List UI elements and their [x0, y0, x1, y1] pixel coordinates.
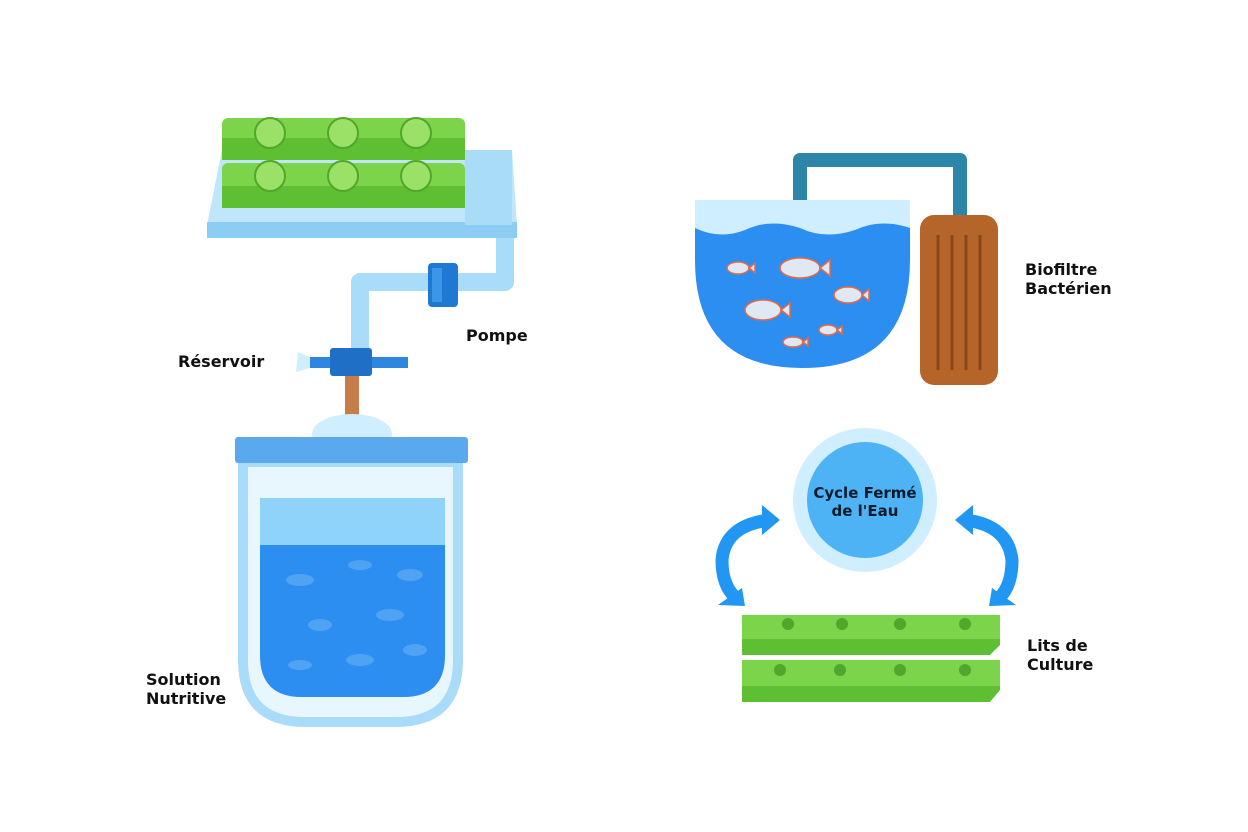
return-pipe	[793, 153, 967, 220]
label-line: Culture	[1027, 655, 1094, 674]
label-nutrient-solution: Solution Nutritive	[146, 670, 226, 708]
copper-pipe	[345, 376, 359, 420]
label-line: Solution	[146, 670, 221, 689]
fish	[726, 257, 870, 348]
label-reservoir: Réservoir	[178, 352, 265, 371]
fish-tank	[695, 200, 910, 368]
label-water-cycle: Cycle Fermé de l'Eau	[795, 484, 935, 520]
label-biofilter: Biofiltre Bactérien	[1025, 260, 1112, 298]
label-pump: Pompe	[466, 326, 528, 345]
valve	[296, 348, 408, 376]
reservoir-tank	[235, 437, 468, 727]
label-line: Nutritive	[146, 689, 227, 708]
label-line: Lits de	[1027, 636, 1088, 655]
grow-beds	[742, 615, 1000, 702]
cycle-arrows	[715, 513, 1019, 602]
label-line: Cycle Fermé	[813, 484, 917, 502]
biofilter	[920, 215, 998, 385]
label-grow-beds: Lits de Culture	[1027, 636, 1093, 674]
label-line: de l'Eau	[831, 502, 899, 520]
label-line: Biofiltre	[1025, 260, 1098, 279]
label-line: Bactérien	[1025, 279, 1112, 298]
grow-tray-plants	[222, 117, 465, 208]
